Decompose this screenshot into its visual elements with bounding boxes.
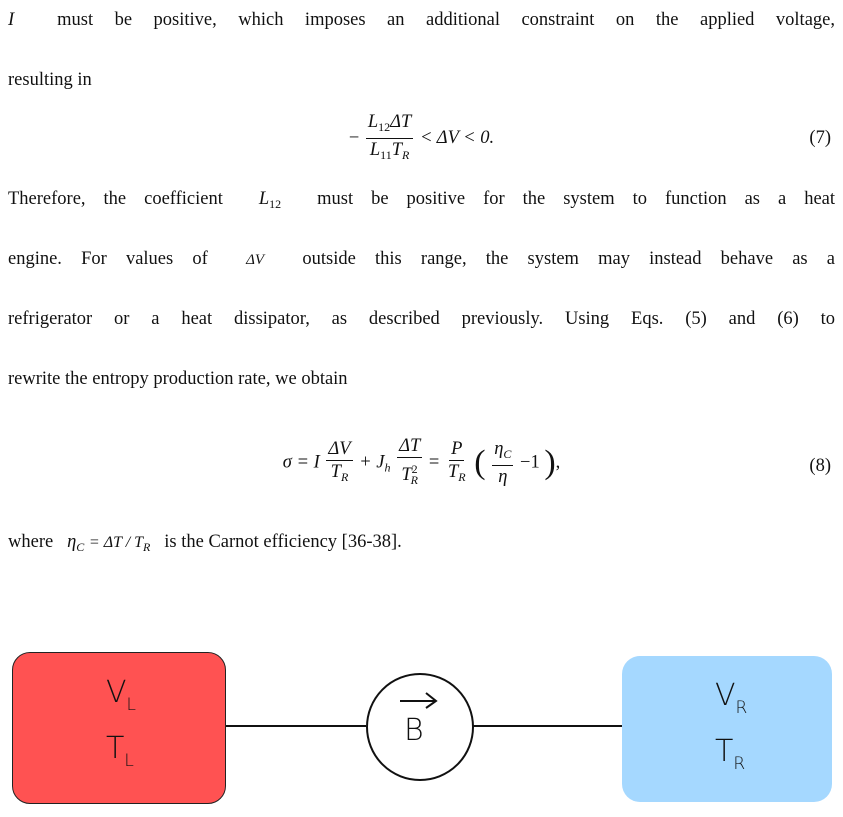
paragraph-3: where ηC = ΔT / TR is the Carnot efficie… <box>8 532 835 555</box>
left-temperature-label: TL <box>106 731 134 771</box>
T-sub: R <box>340 470 349 484</box>
T: T <box>106 731 125 766</box>
left-reservoir: VL TL <box>12 652 226 804</box>
V-sub: L <box>126 695 137 715</box>
eta-sub: C <box>76 540 85 554</box>
paragraph-2-line-4: rewrite the entropy production rate, we … <box>8 369 835 390</box>
right-paren: ) <box>544 444 556 481</box>
equation-8-number: (8) <box>809 456 831 476</box>
paragraph-1-line-2: resulting in <box>8 70 835 91</box>
text: must be positive, which imposes an addit… <box>57 10 835 30</box>
eq8-frac-2: ΔT T2R <box>397 436 423 490</box>
var-I: I <box>8 10 15 30</box>
wire-right <box>470 725 622 727</box>
wire-left <box>224 725 366 727</box>
L-sub: 12 <box>378 120 391 134</box>
equals: = <box>428 452 440 473</box>
L-sub: 11 <box>380 148 392 162</box>
text: outside this range, the system may inste… <box>302 249 835 269</box>
L: L <box>367 112 379 132</box>
paragraph-2-line-1: Therefore, the coefficient L12 must be p… <box>8 189 835 212</box>
numerator: ΔV <box>326 439 353 461</box>
T-sub: L <box>124 751 134 771</box>
eq7-fraction: L12ΔT L11TR <box>365 112 414 165</box>
comma: , <box>555 452 561 473</box>
T: T <box>401 465 412 485</box>
V-sub: R <box>735 698 748 718</box>
T: T <box>330 462 341 482</box>
paragraph-2-line-2: engine. For values of ΔV outside this ra… <box>8 249 835 270</box>
paragraph-2-line-3: refrigerator or a heat dissipator, as de… <box>8 309 835 330</box>
J-sub: h <box>384 460 391 475</box>
eq8-frac-1: ΔV TR <box>326 439 353 487</box>
text: Therefore, the coefficient <box>8 189 223 209</box>
left-voltage-label: VL <box>106 675 136 715</box>
V: V <box>106 675 127 710</box>
T: T <box>391 140 402 160</box>
eq7-denominator: L11TR <box>368 139 412 165</box>
text: is the Carnot efficiency [36-38]. <box>164 532 402 552</box>
numerator: P <box>449 439 465 461</box>
eq8-frac-4: ηC η <box>492 439 514 487</box>
text: rewrite the entropy production rate, we … <box>8 369 348 389</box>
B-label: B <box>404 713 424 748</box>
equation-7-number: (7) <box>809 128 831 148</box>
V: V <box>715 678 736 713</box>
right-reservoir: VR TR <box>622 656 832 802</box>
T-sub: R <box>458 470 466 484</box>
definition: = ΔT / T <box>88 534 144 551</box>
var-deltaV: ΔV <box>246 252 265 268</box>
paragraph-1-line-1: I must be positive, which imposes an add… <box>8 10 835 31</box>
T-sub: R <box>402 148 410 162</box>
minus-sign: − <box>348 127 360 148</box>
eta: η <box>67 532 77 552</box>
T-sub: R <box>410 473 419 487</box>
eq8-frac-3: P TR <box>446 439 468 487</box>
definition-sub: R <box>143 540 151 554</box>
magnetic-field-node: B <box>366 673 474 781</box>
delta-T: ΔT <box>390 112 412 132</box>
eq7-numerator: L12ΔT <box>365 112 414 139</box>
right-temperature-label: TR <box>715 734 745 774</box>
T-sup: 2 <box>411 462 418 476</box>
right-voltage-label: VR <box>715 678 747 718</box>
equation-8: σ = I ΔV TR + Jh ΔT T2R = P TR ( ηC η −1… <box>0 436 843 490</box>
plus-J: + J <box>359 452 385 473</box>
equation-7: − L12ΔT L11TR < ΔV < 0. <box>0 112 843 165</box>
eta: η <box>498 467 508 487</box>
text: where <box>8 532 54 552</box>
left-paren: ( <box>474 444 486 481</box>
arrow-icon <box>400 692 438 709</box>
T-sub: R <box>733 754 746 774</box>
text: engine. For values of <box>8 249 208 269</box>
var-L: L <box>258 189 270 209</box>
L: L <box>369 140 381 160</box>
text: must be positive for the system to funct… <box>317 189 836 209</box>
sigma-equals-I: σ = I <box>282 452 320 473</box>
numerator: ΔT <box>397 436 423 458</box>
T: T <box>447 462 459 482</box>
eta: η <box>494 439 504 459</box>
minus-one: −1 <box>520 452 540 473</box>
eq7-inequality: < ΔV < 0. <box>419 127 495 148</box>
text: refrigerator or a heat dissipator, as de… <box>8 309 835 329</box>
T: T <box>715 734 734 769</box>
eta-sub: C <box>503 447 512 461</box>
text: resulting in <box>8 70 92 90</box>
var-L-sub: 12 <box>269 197 282 211</box>
